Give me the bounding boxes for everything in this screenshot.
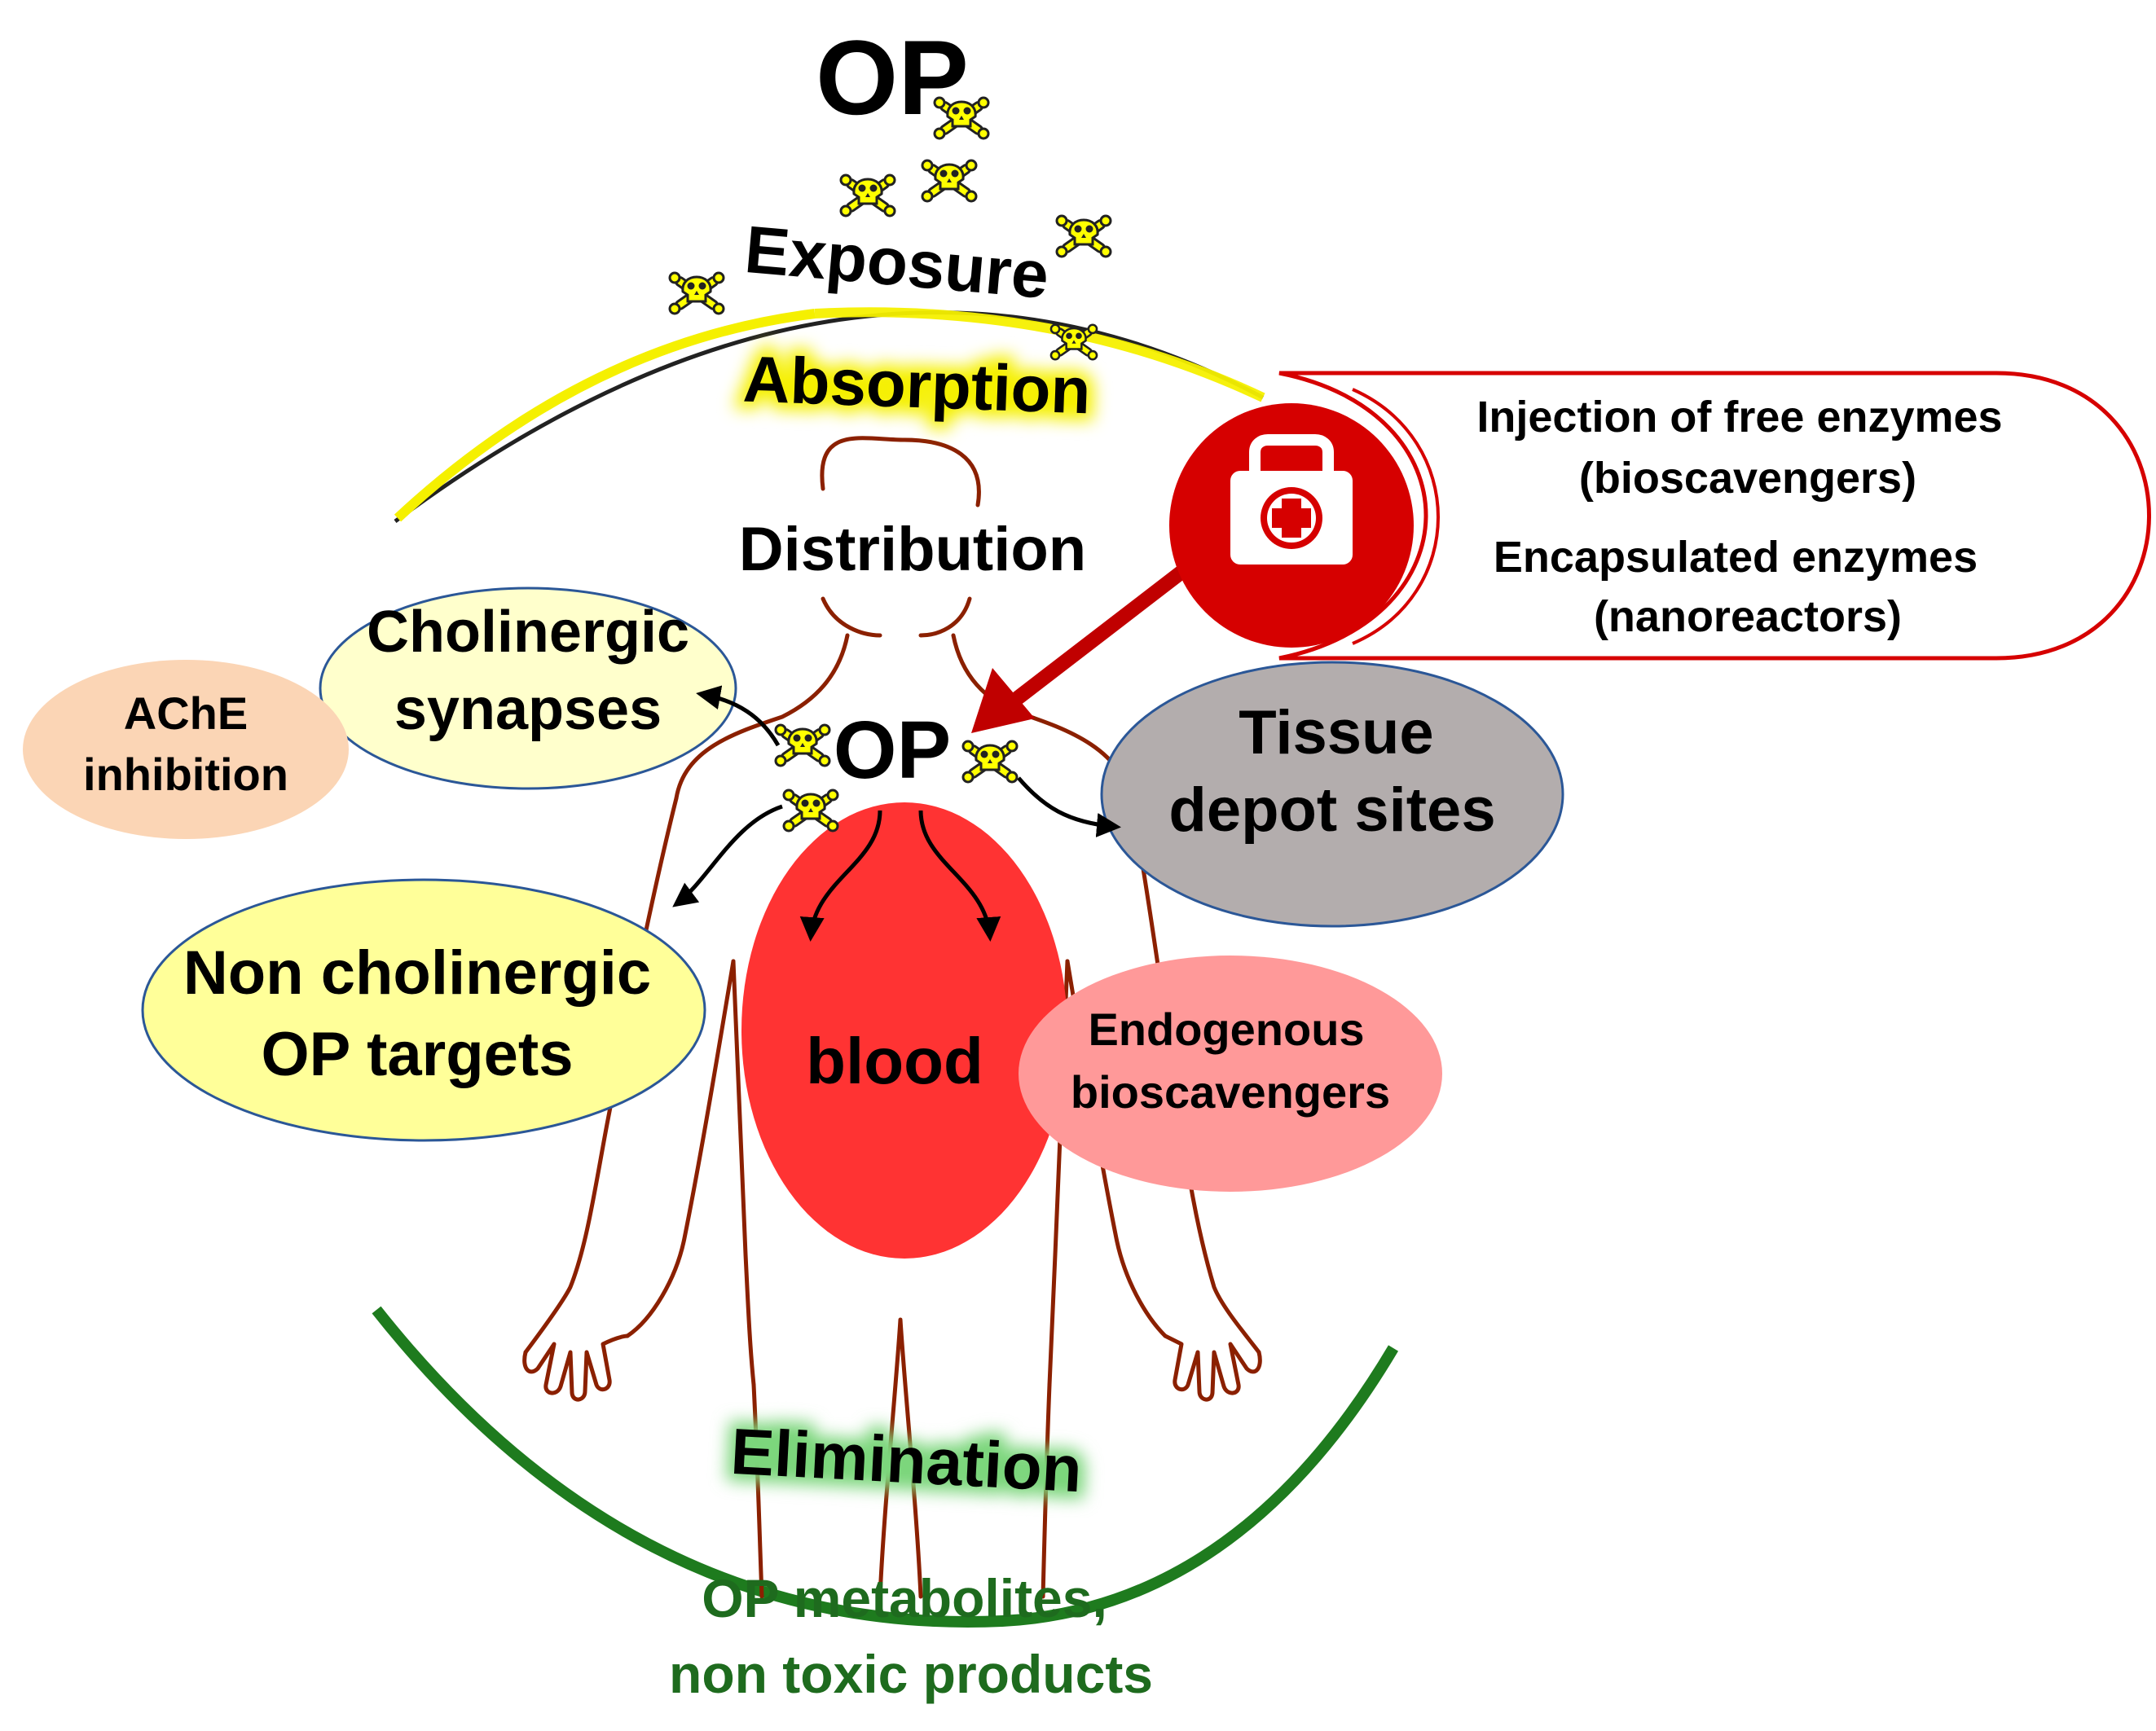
treatment-panel-outer bbox=[1278, 371, 2151, 661]
endogenous-bioscavengers-bubble bbox=[1019, 956, 1442, 1192]
blood-label: blood bbox=[806, 1025, 983, 1097]
cholinergic-label-line2: synapses bbox=[394, 677, 662, 742]
absorption-label: Absorption bbox=[742, 343, 1092, 428]
skull-crossbones-icon bbox=[668, 271, 725, 315]
noncholinergic-bubble bbox=[141, 878, 706, 1142]
tissue-label-line2: depot sites bbox=[1168, 775, 1495, 845]
noncholinergic-label-line2: OP targets bbox=[262, 1020, 574, 1089]
outcome-line2: non toxic products bbox=[669, 1644, 1153, 1704]
elimination-label-group: Elimination Elimination bbox=[722, 1408, 1091, 1513]
arrow-to-blood-left bbox=[799, 810, 882, 942]
elimination-label: Elimination bbox=[729, 1415, 1084, 1505]
noncholinergic-label-line1: Non cholinergic bbox=[183, 938, 651, 1008]
skull-crossbones-icon bbox=[839, 174, 896, 217]
absorption-arc bbox=[394, 310, 1265, 524]
treatment-line2: (bioscavengers) bbox=[1579, 454, 1916, 503]
absorption-arc-highlight-2 bbox=[814, 307, 1265, 402]
absorption-arc-highlight bbox=[394, 309, 816, 522]
treatment-line4: (nanoreactors) bbox=[1594, 592, 1902, 641]
absorption-label-group: Absorption Absorption bbox=[735, 336, 1099, 435]
cholinergic-label-line1: Cholinergic bbox=[367, 600, 689, 665]
ache-inhibition-bubble bbox=[23, 660, 349, 839]
exposure-label: Exposure bbox=[742, 213, 1052, 313]
endogenous-label-line2: bioscavengers bbox=[1071, 1066, 1390, 1118]
tissue-depot-bubble bbox=[1100, 661, 1564, 928]
arrow-to-cholinergic bbox=[696, 685, 781, 747]
outcome-line1: OP metabolites, bbox=[702, 1568, 1107, 1628]
skull-crossbones-icon bbox=[921, 159, 978, 203]
skull-crossbones-icon bbox=[1055, 214, 1112, 258]
elimination-arc bbox=[372, 1306, 1399, 1628]
skull-crossbones-icon bbox=[774, 723, 831, 767]
distribution-label: Distribution bbox=[739, 515, 1086, 584]
title-op: OP bbox=[816, 18, 969, 137]
endogenous-label-line1: Endogenous bbox=[1088, 1004, 1364, 1055]
arrow-to-noncholinergic bbox=[672, 804, 783, 907]
cholinergic-synapses-bubble bbox=[319, 587, 737, 790]
treatment-line3: Encapsulated enzymes bbox=[1494, 533, 1978, 582]
distribution-arrows bbox=[672, 685, 1121, 942]
tissue-label-line1: Tissue bbox=[1239, 698, 1433, 767]
skull-crossbones-icon bbox=[961, 740, 1019, 784]
skull-crossbones-icon bbox=[782, 789, 839, 833]
treatment-line1: Injection of free enzymes bbox=[1476, 393, 2002, 442]
arrow-to-blood-right bbox=[918, 810, 1001, 942]
ache-label-line1: AChE bbox=[124, 688, 248, 739]
arrow-to-tissue bbox=[1017, 776, 1121, 837]
first-aid-kit-icon bbox=[1230, 434, 1353, 565]
treatment-panel-inner-curve bbox=[1352, 388, 1440, 645]
ache-label-line2: inhibition bbox=[83, 749, 288, 800]
center-op-label: OP bbox=[834, 705, 951, 796]
